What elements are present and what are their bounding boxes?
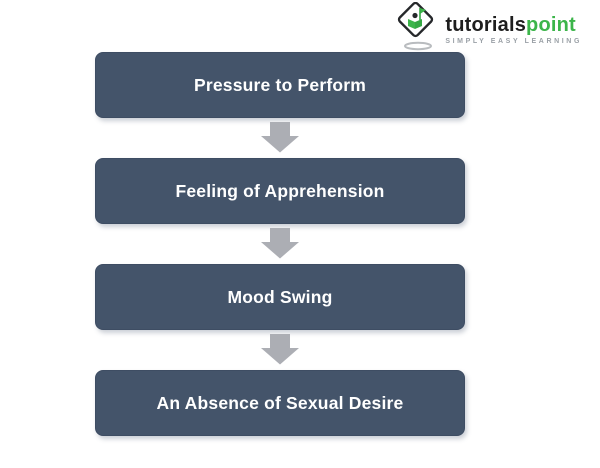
brand-name-second: point (526, 14, 576, 36)
flow-step-4-label: An Absence of Sexual Desire (156, 392, 404, 413)
flow-step-1: Pressure to Perform (95, 52, 465, 118)
flow-step-1-label: Pressure to Perform (193, 74, 367, 95)
flow-step-3: Mood Swing (95, 264, 465, 330)
flow-step-4: An Absence of Sexual Desire (95, 370, 465, 436)
down-arrow-icon (261, 122, 299, 153)
logo-text: tutorialspoint SIMPLY EASY LEARNING (445, 9, 582, 45)
tutorialspoint-logo: tutorialspoint SIMPLY EASY LEARNING (396, 2, 582, 52)
brand-name: tutorialspoint (445, 15, 582, 35)
flow-step-3-label: Mood Swing (227, 286, 333, 307)
flow-step-2-label: Feeling of Apprehension (175, 180, 385, 201)
down-arrow-icon (261, 334, 299, 365)
flow-step-2: Feeling of Apprehension (95, 158, 465, 224)
brand-tagline: SIMPLY EASY LEARNING (445, 38, 582, 45)
flow-diagram: Pressure to Perform Feeling of Apprehens… (95, 52, 465, 436)
tutorialspoint-diamond-icon (398, 2, 434, 51)
brand-name-first: tutorials (445, 14, 527, 36)
down-arrow-icon (261, 228, 299, 259)
